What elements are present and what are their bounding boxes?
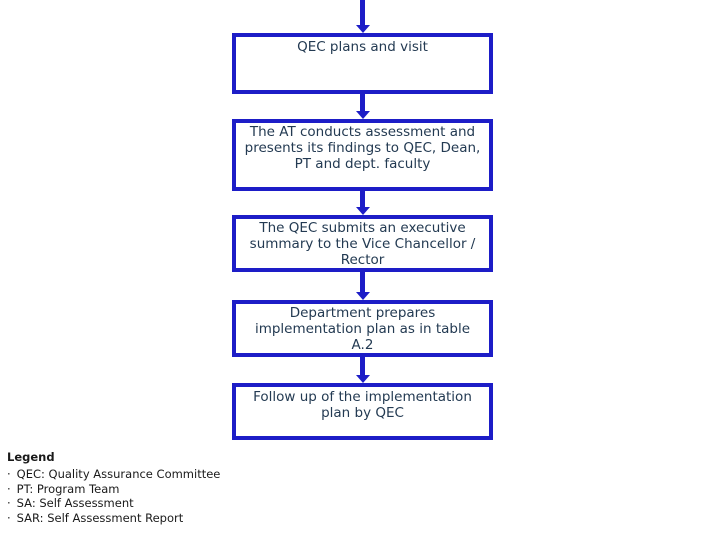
flow-step-follow-up: Follow up of the implementation plan by … (232, 383, 493, 440)
flow-step-qec-submits-summary: The QEC submits an executive summary to … (232, 215, 493, 272)
legend-item: · QEC: Quality Assurance Committee (7, 467, 220, 482)
legend-item-text: SAR: Self Assessment Report (16, 510, 184, 525)
bullet-icon: · (7, 481, 11, 496)
flow-step-label: Follow up of the implementation plan by … (253, 389, 472, 421)
legend-title: Legend (7, 450, 55, 464)
flow-step-department-prepares-plan: Department prepares implementation plan … (232, 300, 493, 357)
bullet-icon: · (7, 510, 11, 525)
flow-step-label: QEC plans and visit (297, 39, 428, 55)
flow-step-qec-plans-visit: QEC plans and visit (232, 33, 493, 94)
flow-step-label: The QEC submits an executive summary to … (249, 220, 476, 268)
arrow-head-icon (355, 292, 370, 300)
arrow-shaft (360, 0, 365, 25)
bullet-icon: · (7, 467, 11, 481)
legend-item: · SA: Self Assessment (7, 496, 220, 511)
arrow-head-icon (355, 25, 370, 33)
flow-arrow-down-icon (355, 191, 370, 215)
flow-step-at-conducts-assessment: The AT conducts assessment and presents … (232, 119, 493, 191)
bullet-icon: · (7, 496, 11, 510)
legend-item-text: SA: Self Assessment (16, 496, 134, 510)
arrow-head-icon (355, 375, 370, 383)
flow-arrow-down-icon (355, 0, 370, 33)
legend: Legend · QEC: Quality Assurance Committee… (7, 450, 220, 525)
arrow-shaft (360, 191, 365, 207)
legend-item: · PT: Program Team (7, 482, 220, 497)
arrow-head-icon (355, 207, 370, 215)
flow-arrow-down-icon (355, 94, 370, 119)
flow-step-label: Department prepares implementation plan … (254, 305, 471, 353)
arrow-shaft (360, 272, 365, 292)
arrow-head-icon (355, 111, 370, 119)
arrow-shaft (360, 94, 365, 111)
legend-item-text: PT: Program Team (16, 481, 120, 496)
arrow-shaft (360, 357, 365, 375)
flow-arrow-down-icon (355, 357, 370, 383)
flow-arrow-down-icon (355, 272, 370, 300)
legend-item-text: QEC: Quality Assurance Committee (16, 467, 221, 481)
flow-step-label: The AT conducts assessment and presents … (244, 124, 481, 172)
legend-item: · SAR: Self Assessment Report (7, 511, 220, 526)
